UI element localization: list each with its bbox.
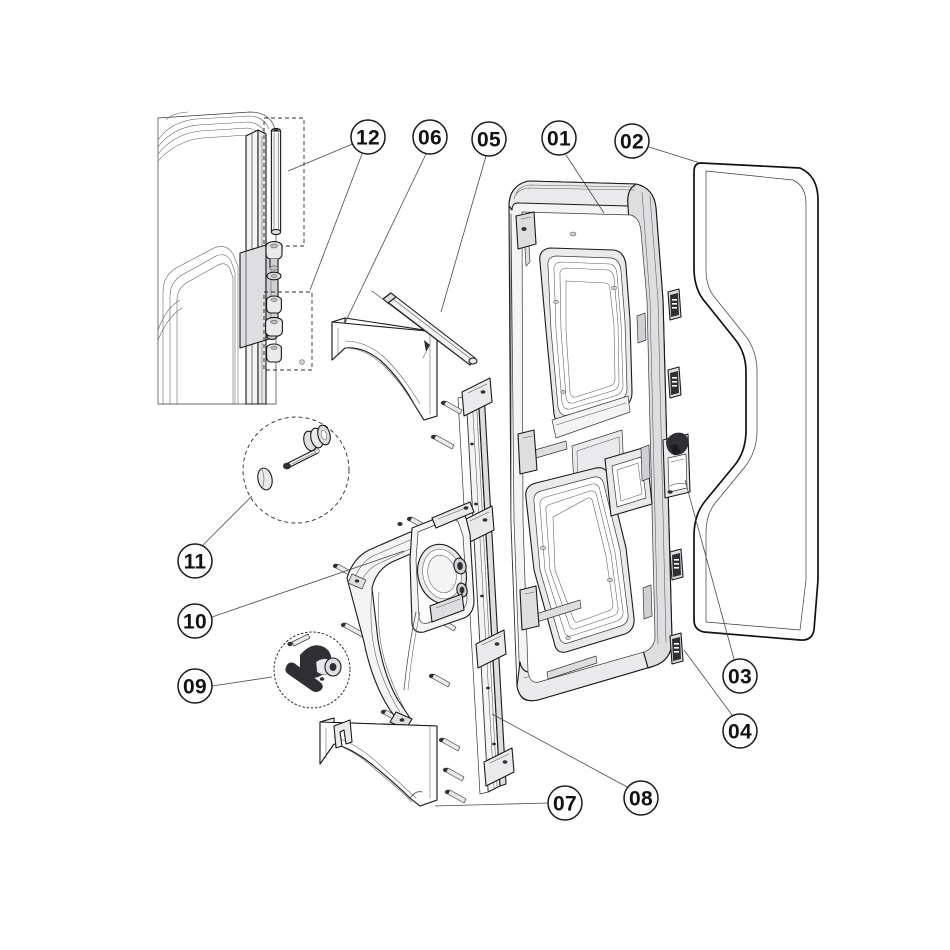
part-edge-clips — [667, 288, 684, 665]
callout-02-label: 02 — [620, 131, 644, 154]
window-aperture-upper — [539, 231, 633, 425]
callout-05-label: 05 — [477, 129, 501, 152]
detail-circle-handle-lever — [273, 631, 351, 709]
part-upper-trim-panel — [331, 317, 438, 421]
callout-09[interactable]: 09 — [177, 668, 213, 704]
callout-04[interactable]: 04 — [722, 713, 758, 749]
detail-circle-pin-bushing — [242, 416, 350, 524]
callout-leader-lines — [202, 142, 735, 807]
window-aperture-lower — [525, 467, 635, 653]
callout-05[interactable]: 05 — [471, 121, 507, 157]
callout-12[interactable]: 12 — [350, 119, 386, 155]
callout-bubbles: 01 02 03 04 05 06 07 08 — [177, 119, 758, 821]
edge-clip-4 — [669, 632, 684, 665]
callout-08[interactable]: 08 — [623, 780, 659, 816]
part-vertical-rail — [457, 377, 515, 795]
callout-09-label: 09 — [183, 676, 207, 699]
callout-10-label: 10 — [183, 611, 207, 634]
callout-03-label: 03 — [728, 666, 752, 689]
part-strut-rod — [371, 290, 478, 366]
part-door-seal-gasket — [693, 162, 819, 641]
hinge-bushing-set-lower — [265, 295, 305, 365]
callout-06[interactable]: 06 — [412, 119, 448, 155]
edge-clip-3 — [669, 548, 684, 581]
latch-mechanism-housing — [403, 501, 475, 691]
hinge-detail-inset — [157, 111, 313, 405]
callout-03[interactable]: 03 — [722, 658, 758, 694]
callout-08-label: 08 — [629, 788, 653, 811]
callout-01[interactable]: 01 — [541, 120, 577, 156]
callout-12-label: 12 — [356, 127, 380, 150]
part-door-panel-main — [508, 180, 673, 702]
callout-01-label: 01 — [547, 128, 571, 151]
callout-07-label: 07 — [553, 793, 577, 816]
callout-10[interactable]: 10 — [177, 603, 213, 639]
callout-11-label: 11 — [184, 551, 207, 574]
part-lock-striker — [662, 432, 691, 499]
callout-04-label: 04 — [728, 721, 752, 744]
hinge-bushing-upper — [265, 241, 283, 271]
callout-02[interactable]: 02 — [614, 123, 650, 159]
hinge-pin-long — [270, 127, 282, 236]
callout-06-label: 06 — [418, 127, 442, 150]
small-bracket — [333, 719, 353, 749]
callout-11[interactable]: 11 — [177, 543, 213, 579]
edge-clip-2 — [667, 366, 682, 399]
edge-clip-1 — [667, 288, 682, 321]
handle-cutout — [604, 446, 653, 517]
callout-07[interactable]: 07 — [547, 785, 583, 821]
